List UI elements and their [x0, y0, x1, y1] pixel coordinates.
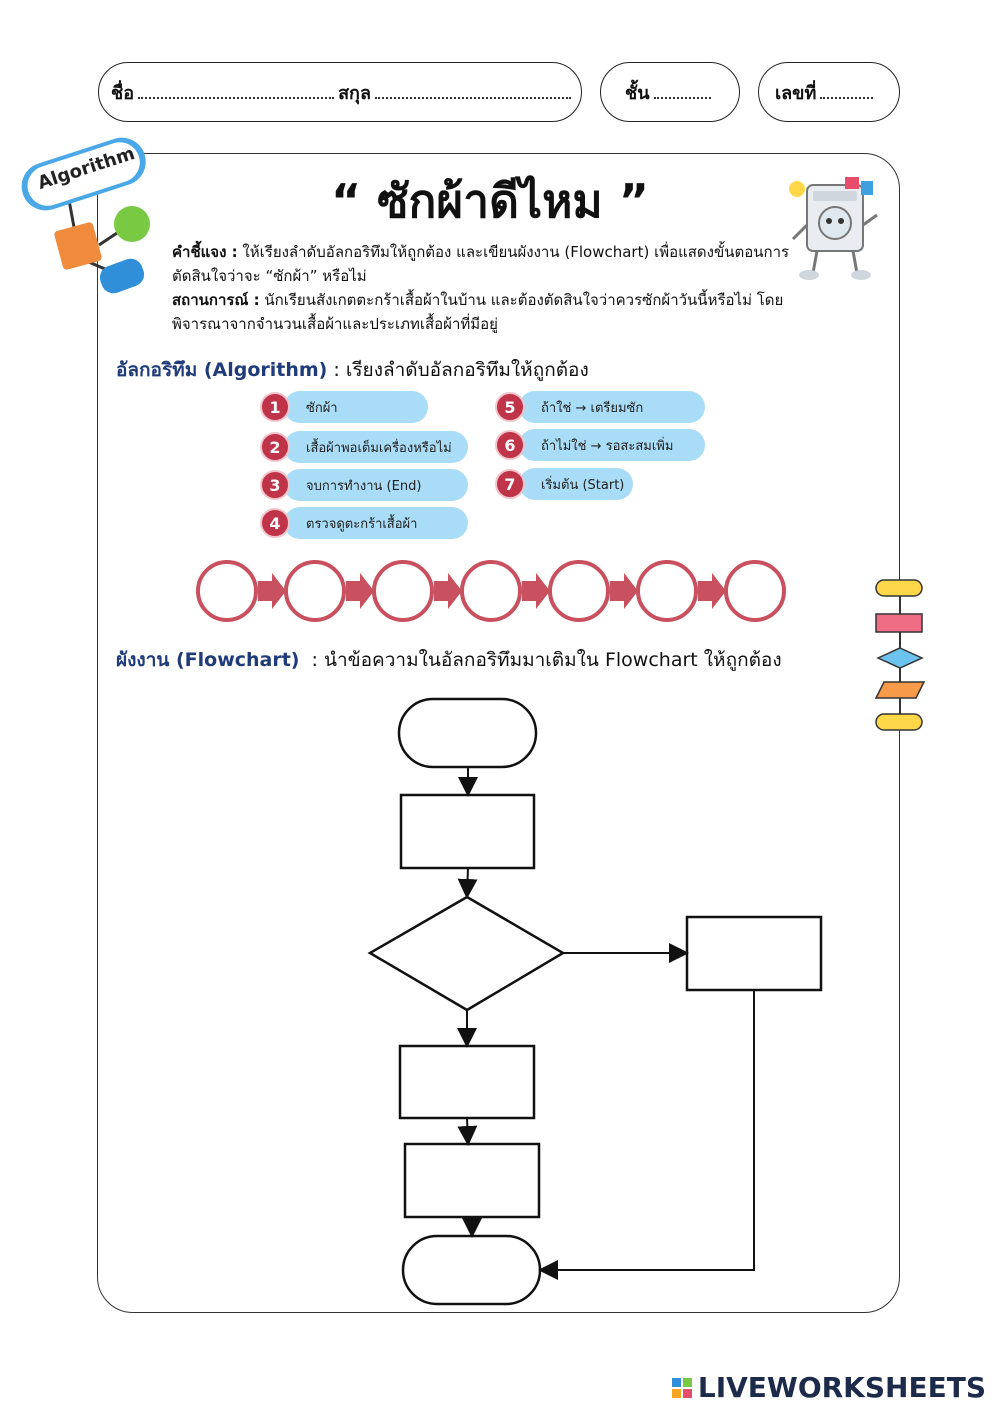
sequence-slot-5	[548, 560, 610, 622]
step-number: 5	[495, 392, 525, 422]
liveworksheets-logo-icon	[671, 1377, 692, 1398]
name-label: ชื่อ	[111, 82, 135, 104]
step-item: 6 ถ้าไม่ใช่ → รอสะสมเพิ่ม	[495, 428, 705, 462]
flowchart-section-header: ผังงาน (Flowchart) : นำข้อความในอัลกอริท…	[116, 645, 782, 675]
name-field[interactable]: ชื่อ สกุล	[98, 62, 582, 122]
surname-blank[interactable]	[374, 85, 572, 99]
step-number: 7	[495, 469, 525, 499]
flowchart-symbols-decoration	[874, 579, 926, 731]
algorithm-badge-graphic	[21, 137, 150, 294]
step-text[interactable]: ถ้าไม่ใช่ → รอสะสมเพิ่ม	[519, 429, 705, 461]
flow-end-terminal	[401, 1234, 542, 1306]
washing-machine-icon	[789, 177, 878, 280]
flowchart-section-label: ผังงาน (Flowchart)	[116, 649, 300, 671]
algorithm-section-label: อัลกอริทึม (Algorithm)	[116, 359, 328, 381]
flow-process-right	[685, 915, 823, 992]
flow-process-2	[398, 1044, 536, 1120]
instructions-label: คำชี้แจง :	[172, 243, 238, 261]
number-blank[interactable]	[820, 85, 873, 99]
sequence-slot-3	[372, 560, 434, 622]
step-item: 7 เริ่มต้น (Start)	[495, 467, 633, 501]
step-number: 2	[260, 432, 290, 462]
class-field[interactable]: ชั้น	[600, 62, 740, 122]
situation: สถานการณ์ : นักเรียนสังเกตตะกร้าเสื้อผ้า…	[172, 288, 792, 336]
number-field[interactable]: เลขที่	[758, 62, 900, 122]
sequence-slot-7	[724, 560, 786, 622]
sequence-answer-row	[196, 560, 786, 622]
algorithm-section-text: : เรียงลำดับอัลกอริทึมให้ถูกต้อง	[333, 359, 589, 381]
step-item: 4 ตรวจดูตะกร้าเสื้อผ้า	[260, 506, 468, 540]
step-number: 1	[260, 392, 290, 422]
class-blank[interactable]	[653, 85, 711, 99]
flow-start-terminal	[397, 697, 538, 769]
situation-text: นักเรียนสังเกตตะกร้าเสื้อผ้าในบ้าน และต้…	[172, 291, 784, 333]
algorithm-badge: Algorithm	[14, 130, 164, 300]
situation-label: สถานการณ์ :	[172, 291, 260, 309]
page-title: “ ซักผ้าดีไหม ”	[330, 174, 649, 228]
step-text[interactable]: เสื้อผ้าพอเต็มเครื่องหรือไม่	[284, 431, 468, 463]
instructions-text: ให้เรียงลำดับอัลกอริทึมให้ถูกต้อง และเขี…	[172, 243, 790, 285]
liveworksheets-logo: LIVEWORKSHEETS	[671, 1371, 986, 1404]
sequence-slot-1	[196, 560, 258, 622]
sequence-slot-2	[284, 560, 346, 622]
step-number: 6	[495, 430, 525, 460]
step-item: 3 จบการทำงาน (End)	[260, 468, 468, 502]
flow-process-1	[399, 793, 536, 870]
flow-decision	[367, 895, 566, 1012]
step-item: 2 เสื้อผ้าพอเต็มเครื่องหรือไม่	[260, 430, 468, 464]
surname-label: สกุล	[338, 82, 371, 104]
flow-process-3	[403, 1142, 541, 1219]
step-text[interactable]: ตรวจดูตะกร้าเสื้อผ้า	[284, 507, 468, 539]
step-number: 3	[260, 470, 290, 500]
washing-machine-mascot	[785, 175, 885, 285]
step-text[interactable]: จบการทำงาน (End)	[284, 469, 468, 501]
liveworksheets-brand: LIVEWORKSHEETS	[697, 1371, 986, 1404]
flowchart-section-text: : นำข้อความในอัลกอริทึมมาเติมใน Flowchar…	[311, 649, 782, 671]
step-text[interactable]: ซักผ้า	[284, 391, 428, 423]
step-text[interactable]: เริ่มต้น (Start)	[519, 468, 633, 500]
sequence-slot-4	[460, 560, 522, 622]
name-blank[interactable]	[138, 85, 335, 99]
algorithm-section-header: อัลกอริทึม (Algorithm) : เรียงลำดับอัลกอ…	[116, 355, 589, 385]
step-item: 1 ซักผ้า	[260, 390, 428, 424]
step-number: 4	[260, 508, 290, 538]
instructions: คำชี้แจง : ให้เรียงลำดับอัลกอริทึมให้ถูก…	[172, 240, 792, 288]
step-item: 5 ถ้าใช่ → เตรียมซัก	[495, 390, 705, 424]
sequence-slot-6	[636, 560, 698, 622]
number-label: เลขที่	[775, 82, 817, 104]
step-text[interactable]: ถ้าใช่ → เตรียมซัก	[519, 391, 705, 423]
flowchart-diagram	[367, 697, 823, 1306]
class-label: ชั้น	[625, 82, 650, 104]
